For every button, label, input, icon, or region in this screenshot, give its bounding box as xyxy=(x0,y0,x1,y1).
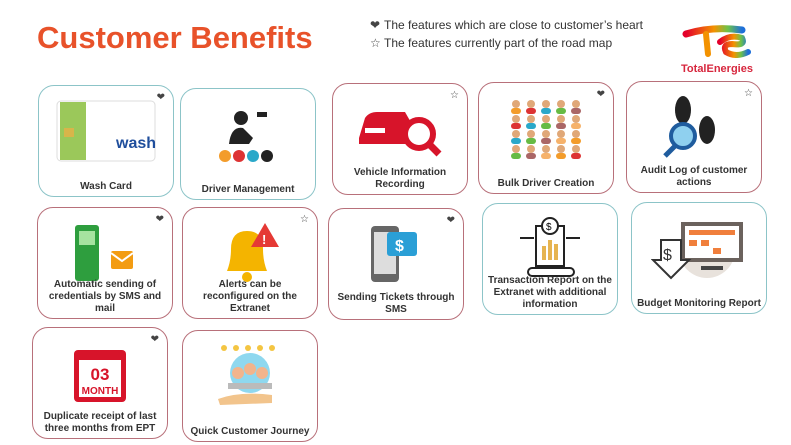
svg-text:$: $ xyxy=(663,247,672,264)
feature-label: Budget Monitoring Report xyxy=(637,298,761,309)
star-icon: ☆ xyxy=(450,90,459,101)
customer-service-icon xyxy=(183,343,317,409)
star-icon: ☆ xyxy=(300,214,309,225)
driver-management-icon xyxy=(181,101,315,167)
star-icon: ☆ xyxy=(370,36,381,50)
feature-label: Automatic sending of credentials by SMS … xyxy=(48,279,162,314)
feature-label: Audit Log of customer actions xyxy=(640,165,748,188)
heart-icon: ❤ xyxy=(155,214,164,225)
feature-label: Wash Card xyxy=(80,181,132,192)
wash-card-icon: wash xyxy=(39,98,173,164)
feature-label: Bulk Driver Creation xyxy=(497,178,595,189)
heart-icon: ❤ xyxy=(150,334,159,345)
legend-star: ☆The features currently part of the road… xyxy=(370,34,643,52)
footprints-search-icon xyxy=(627,94,761,160)
feature-card: ❤ Bulk Driver Creation xyxy=(478,82,614,194)
svg-text:03: 03 xyxy=(91,365,110,384)
heart-icon: ❤ xyxy=(446,215,455,226)
feature-card: ☆ Vehicle Information Recording xyxy=(332,83,468,195)
svg-text:!: ! xyxy=(262,232,266,247)
page-title: Customer Benefits xyxy=(37,20,313,55)
feature-label: Transaction Report on the Extranet with … xyxy=(488,275,612,310)
logo-icon xyxy=(682,25,751,58)
logo-text: TotalEnergies xyxy=(681,63,753,75)
feature-label: Duplicate receipt of last three months f… xyxy=(43,411,157,434)
feature-card: ❤ Automatic sending of credentials by SMS… xyxy=(37,207,173,319)
feature-label: Quick Customer Journey xyxy=(190,426,310,437)
people-grid-icon xyxy=(479,95,613,161)
totalenergies-logo: TotalEnergies xyxy=(676,20,758,75)
heart-icon: ❤ xyxy=(370,18,381,32)
feature-card: Quick Customer Journey xyxy=(182,330,318,442)
feature-card: wash ❤ Wash Card xyxy=(38,85,174,197)
phone-dollar-icon: $ xyxy=(329,221,463,287)
legend-heart: ❤The features which are close to custome… xyxy=(370,16,643,34)
feature-card: ☆ Audit Log of customer actions xyxy=(626,81,762,193)
feature-card: $ Budget Monitoring Report xyxy=(631,202,767,314)
bell-alert-icon: ! xyxy=(183,220,317,286)
svg-text:wash: wash xyxy=(115,135,156,152)
heart-icon: ❤ xyxy=(596,89,605,100)
feature-card: $ Transaction Report on the Extranet with… xyxy=(482,203,618,315)
transaction-report-icon: $ xyxy=(483,216,617,282)
svg-text:MONTH: MONTH xyxy=(82,386,119,397)
legend: ❤The features which are close to custome… xyxy=(370,16,643,52)
heart-icon: ❤ xyxy=(156,92,165,103)
budget-monitor-icon: $ xyxy=(632,215,766,281)
legend-text: The features currently part of the road … xyxy=(384,36,613,50)
svg-text:$: $ xyxy=(546,222,552,233)
phone-mail-icon xyxy=(38,220,172,286)
star-icon: ☆ xyxy=(744,88,753,99)
feature-label: Sending Tickets through SMS xyxy=(337,292,455,315)
feature-label: Alerts can be reconfigured on the Extran… xyxy=(203,279,297,314)
legend-text: The features which are close to customer… xyxy=(384,18,644,32)
feature-card: Driver Management xyxy=(180,88,316,200)
feature-label: Driver Management xyxy=(201,184,295,195)
svg-text:$: $ xyxy=(395,238,404,255)
feature-label: Vehicle Information Recording xyxy=(353,167,447,190)
feature-card: ! ☆ Alerts can be reconfigured on the Extr… xyxy=(182,207,318,319)
feature-card: $ ❤ Sending Tickets through SMS xyxy=(328,208,464,320)
vehicle-search-icon xyxy=(333,96,467,162)
